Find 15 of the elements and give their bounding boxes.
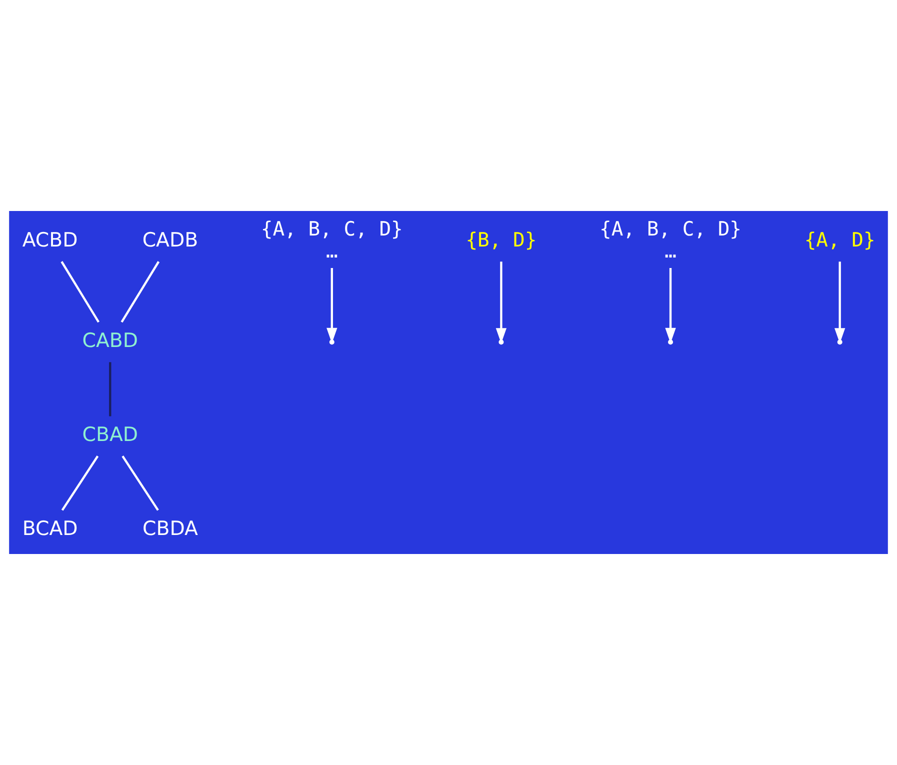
node-text: {A, D} [804,228,876,252]
node-text: {A, B, C, D} … [260,217,403,262]
connector [109,362,112,416]
node-text: BCAD [22,516,78,540]
node-text: {A, B, C, D} … [600,217,742,262]
connector [61,456,99,511]
node-text: CBAD [82,422,138,446]
connector [120,261,160,323]
node-text: ACBD [22,228,78,252]
node-text: CADB [142,228,198,252]
connector [60,261,100,323]
node-text: CABD [82,328,138,352]
node-text: {B, D} [466,228,537,252]
node-text: CBDA [142,516,198,540]
connector [122,456,159,511]
